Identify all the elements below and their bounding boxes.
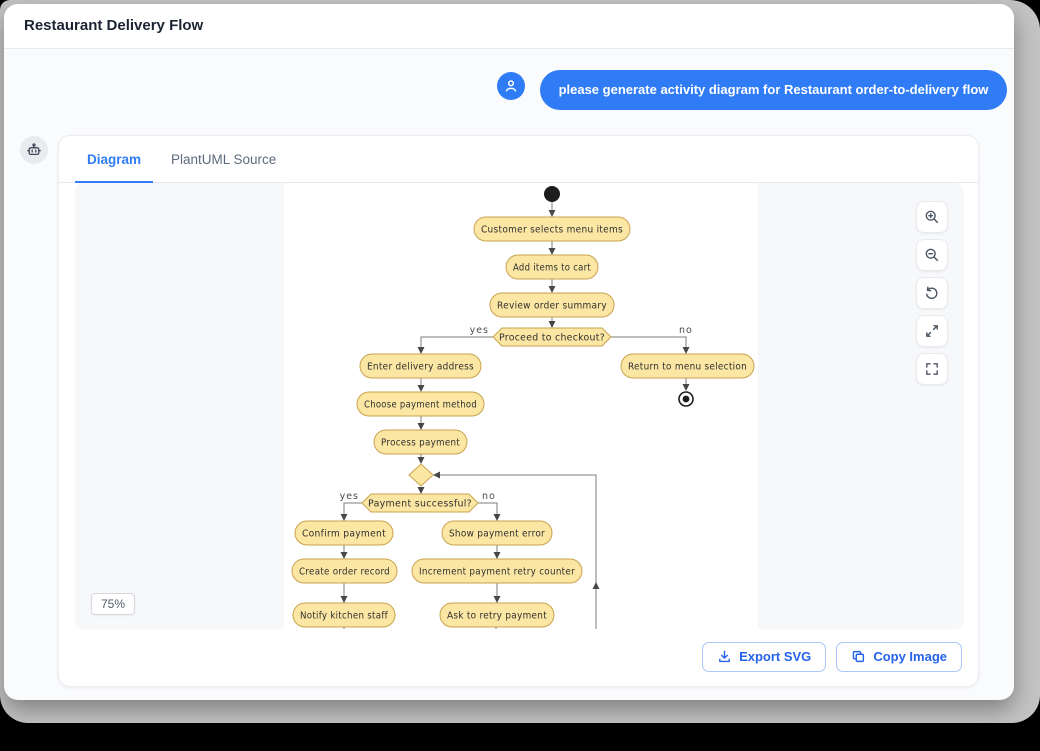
- expand-button[interactable]: [916, 315, 948, 347]
- assistant-avatar: [20, 136, 48, 164]
- zoom-level-badge: 75%: [91, 593, 136, 615]
- zoom-controls: [916, 201, 948, 385]
- svg-text:Add items to cart: Add items to cart: [513, 262, 591, 273]
- svg-text:Show payment error: Show payment error: [449, 528, 545, 539]
- person-icon: [505, 80, 517, 92]
- svg-text:Increment payment retry counte: Increment payment retry counter: [419, 566, 575, 577]
- export-svg-button[interactable]: Export SVG: [702, 641, 827, 672]
- tab-diagram[interactable]: Diagram: [75, 136, 153, 183]
- svg-text:Ask to retry payment: Ask to retry payment: [447, 610, 547, 621]
- user-message-bubble: please generate activity diagram for Res…: [540, 70, 1007, 110]
- svg-text:no: no: [482, 491, 496, 502]
- tab-bar: Diagram PlantUML Source: [59, 136, 978, 183]
- svg-text:Enter delivery address: Enter delivery address: [367, 361, 474, 372]
- svg-text:Proceed to checkout?: Proceed to checkout?: [499, 332, 605, 343]
- copy-image-button[interactable]: Copy Image: [836, 641, 962, 672]
- svg-text:Create order record: Create order record: [299, 566, 390, 577]
- svg-text:Customer selects menu items: Customer selects menu items: [481, 224, 623, 235]
- svg-text:no: no: [679, 325, 693, 336]
- zoom-out-button[interactable]: [916, 239, 948, 271]
- svg-text:yes: yes: [470, 325, 489, 336]
- download-icon: [719, 650, 730, 663]
- diagram-card: Diagram PlantUML Source yes no yes no Custom…: [58, 135, 979, 687]
- zoom-in-icon: [925, 210, 939, 224]
- zoom-out-icon: [925, 248, 939, 262]
- app-window: Restaurant Delivery Flow please generate…: [4, 4, 1014, 700]
- copy-image-label: Copy Image: [873, 649, 947, 664]
- expand-icon: [926, 325, 938, 337]
- svg-text:Choose payment method: Choose payment method: [364, 399, 477, 410]
- fullscreen-button[interactable]: [916, 353, 948, 385]
- tab-plantuml-source[interactable]: PlantUML Source: [171, 151, 277, 167]
- svg-text:Confirm payment: Confirm payment: [302, 528, 386, 539]
- svg-text:yes: yes: [340, 491, 359, 502]
- svg-text:Return to menu selection: Return to menu selection: [628, 361, 747, 372]
- zoom-in-button[interactable]: [916, 201, 948, 233]
- activity-diagram: yes no yes no Customer selects menu itemsAdd…: [284, 183, 758, 629]
- copy-icon: [853, 650, 865, 663]
- reset-icon: [926, 286, 938, 300]
- svg-text:Process payment: Process payment: [381, 437, 460, 448]
- user-avatar: [497, 72, 525, 100]
- card-footer: Export SVG Copy Image: [59, 627, 978, 686]
- robot-icon: [27, 143, 41, 156]
- window-shadow-backdrop: Restaurant Delivery Flow please generate…: [0, 0, 1040, 723]
- svg-text:Notify kitchen staff: Notify kitchen staff: [300, 610, 388, 621]
- fullscreen-icon: [926, 363, 938, 375]
- reset-view-button[interactable]: [916, 277, 948, 309]
- svg-text:Review order summary: Review order summary: [497, 300, 607, 311]
- page-title: Restaurant Delivery Flow: [24, 17, 204, 34]
- app-header: Restaurant Delivery Flow: [4, 4, 1014, 49]
- export-svg-label: Export SVG: [739, 649, 812, 664]
- svg-text:Payment successful?: Payment successful?: [368, 498, 472, 509]
